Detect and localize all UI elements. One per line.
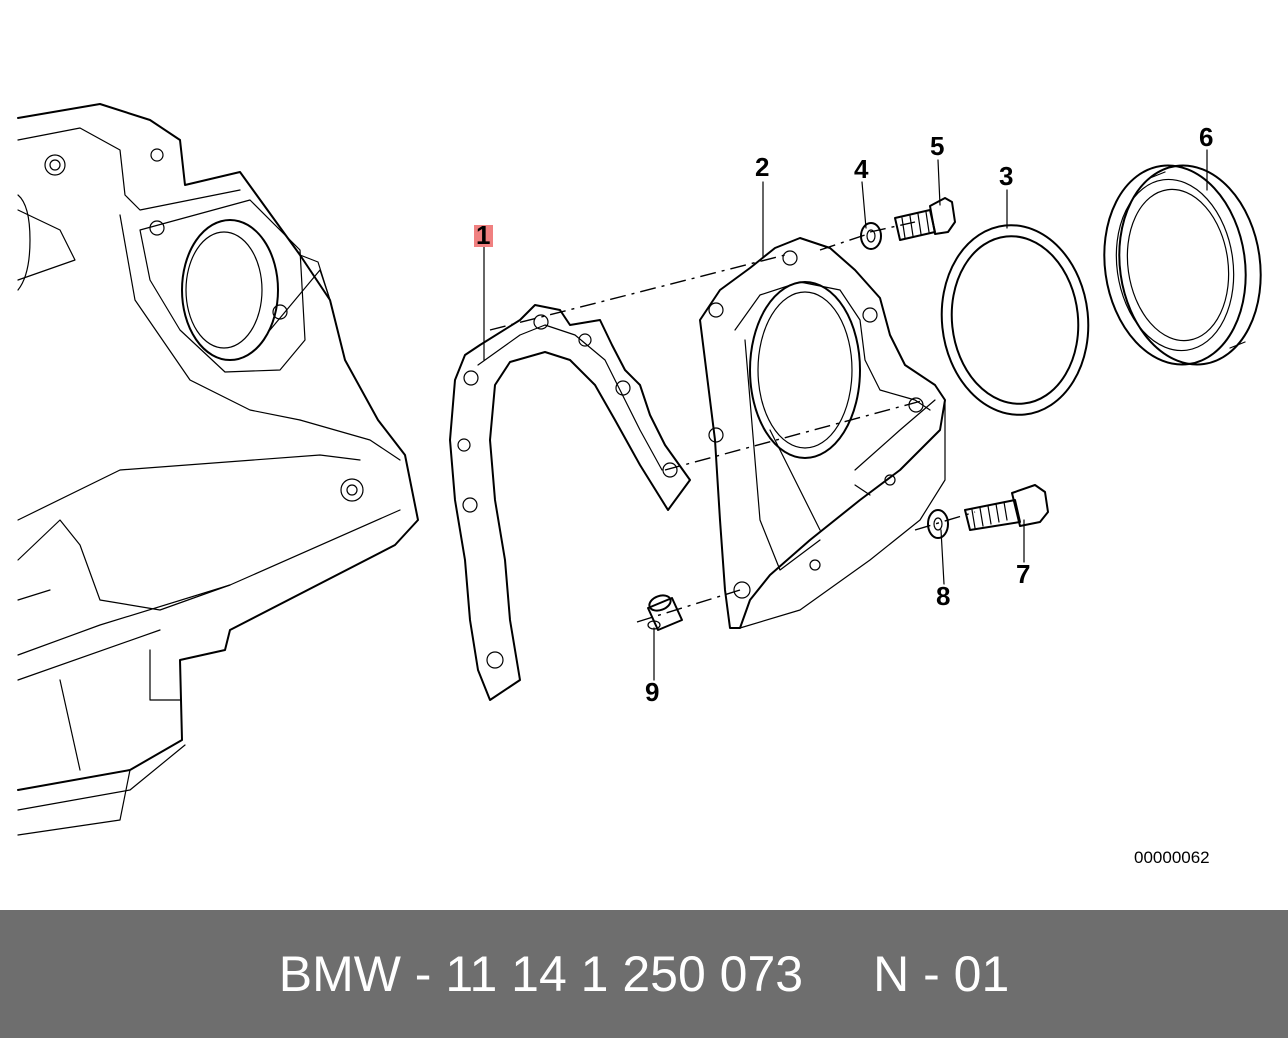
part-4-washer [860, 222, 882, 250]
part-6-shaft-seal [1103, 164, 1262, 366]
part-3-ring [940, 224, 1090, 416]
leader-lines [483, 149, 1208, 681]
exploded-view-drawing: 1 2 3 4 5 6 7 8 9 00000062 [17, 103, 1262, 867]
label-6: 6 [1199, 122, 1213, 152]
label-8: 8 [936, 581, 950, 611]
alignment-lines [489, 221, 976, 623]
label-4: 4 [854, 154, 869, 184]
label-2: 2 [755, 152, 769, 182]
label-5: 5 [930, 131, 944, 161]
label-9: 9 [645, 677, 659, 707]
engine-block [17, 103, 419, 836]
label-3: 3 [999, 161, 1013, 191]
drawing-code: 00000062 [1134, 848, 1210, 867]
part-5-bolt [894, 197, 956, 241]
position-code: N - 01 [873, 946, 1010, 1002]
part-8-washer [927, 509, 949, 539]
part-1-gasket [449, 304, 691, 701]
part-number: BMW - 11 14 1 250 073 [278, 946, 804, 1002]
part-2-cover [699, 237, 946, 629]
parts-diagram: 1 2 3 4 5 6 7 8 9 00000062 [17, 103, 1262, 867]
label-1: 1 [476, 220, 490, 250]
highlight-marker [474, 225, 493, 247]
footer-bar: BMW - 11 14 1 250 073 N - 01 [0, 910, 1288, 1038]
label-7: 7 [1016, 559, 1030, 589]
part-9-dowel [647, 594, 683, 631]
part-7-bolt [964, 484, 1049, 531]
